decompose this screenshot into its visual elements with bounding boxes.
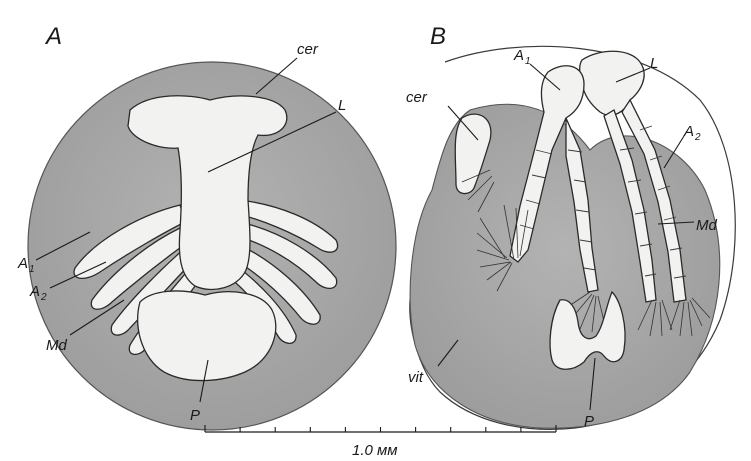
label-md-b: Md — [696, 217, 717, 234]
panel-b-title: B — [430, 23, 446, 50]
panel-b: B A 1 L cer A 2 Md vit P — [406, 23, 735, 430]
label-a2-b-sub: 2 — [694, 132, 701, 143]
panel-a: A cer L A 1 A 2 Md P — [17, 23, 396, 430]
panel-a-title: A — [44, 23, 62, 50]
scale-bar-ticks — [205, 425, 556, 432]
label-cer-a: cer — [297, 41, 319, 58]
label-vit-b: vit — [408, 369, 424, 386]
label-a1-a-sub: 1 — [29, 264, 35, 275]
label-a1-a: A — [17, 255, 28, 272]
labrum-b — [580, 51, 644, 115]
scale-bar: 1.0 мм — [205, 425, 556, 459]
scale-bar-label: 1.0 мм — [352, 442, 398, 459]
label-p-a: P — [190, 407, 200, 424]
label-md-a: Md — [46, 337, 67, 354]
label-p-b: P — [584, 413, 594, 430]
label-a2-a-sub: 2 — [40, 292, 47, 303]
label-a2-a: A — [29, 283, 40, 300]
label-a1-b-sub: 1 — [525, 56, 531, 67]
label-l-a: L — [338, 97, 346, 114]
label-a1-b: A — [513, 47, 524, 64]
label-a2-b: A — [683, 123, 694, 140]
label-l-b: L — [650, 55, 658, 72]
label-cer-b: cer — [406, 89, 428, 106]
